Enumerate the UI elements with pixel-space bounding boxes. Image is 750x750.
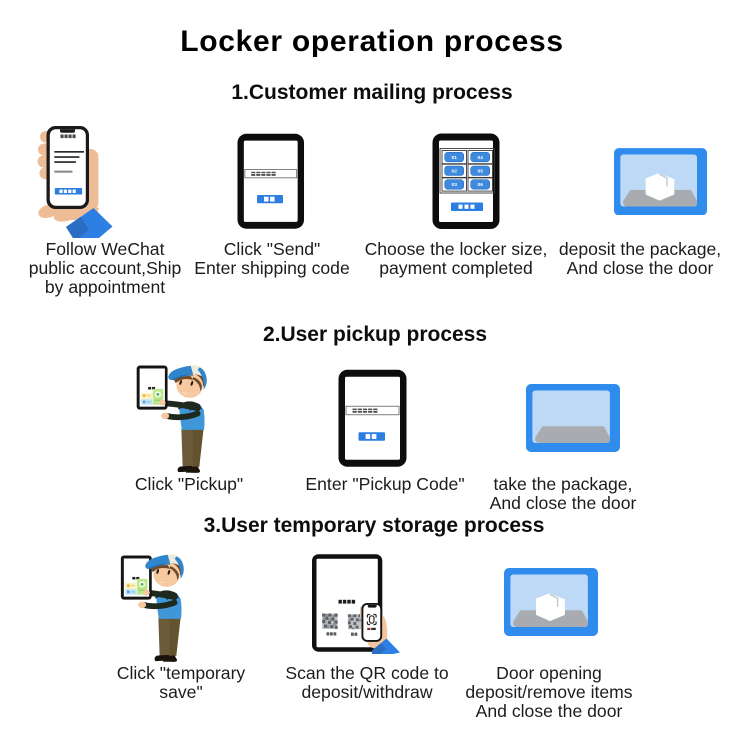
svg-text:01: 01: [451, 154, 457, 160]
svg-text:02: 02: [451, 168, 457, 174]
svg-text:03: 03: [451, 182, 457, 188]
svg-text:05: 05: [477, 168, 483, 174]
svg-text:04: 04: [477, 154, 483, 160]
svg-text:06: 06: [477, 182, 483, 188]
